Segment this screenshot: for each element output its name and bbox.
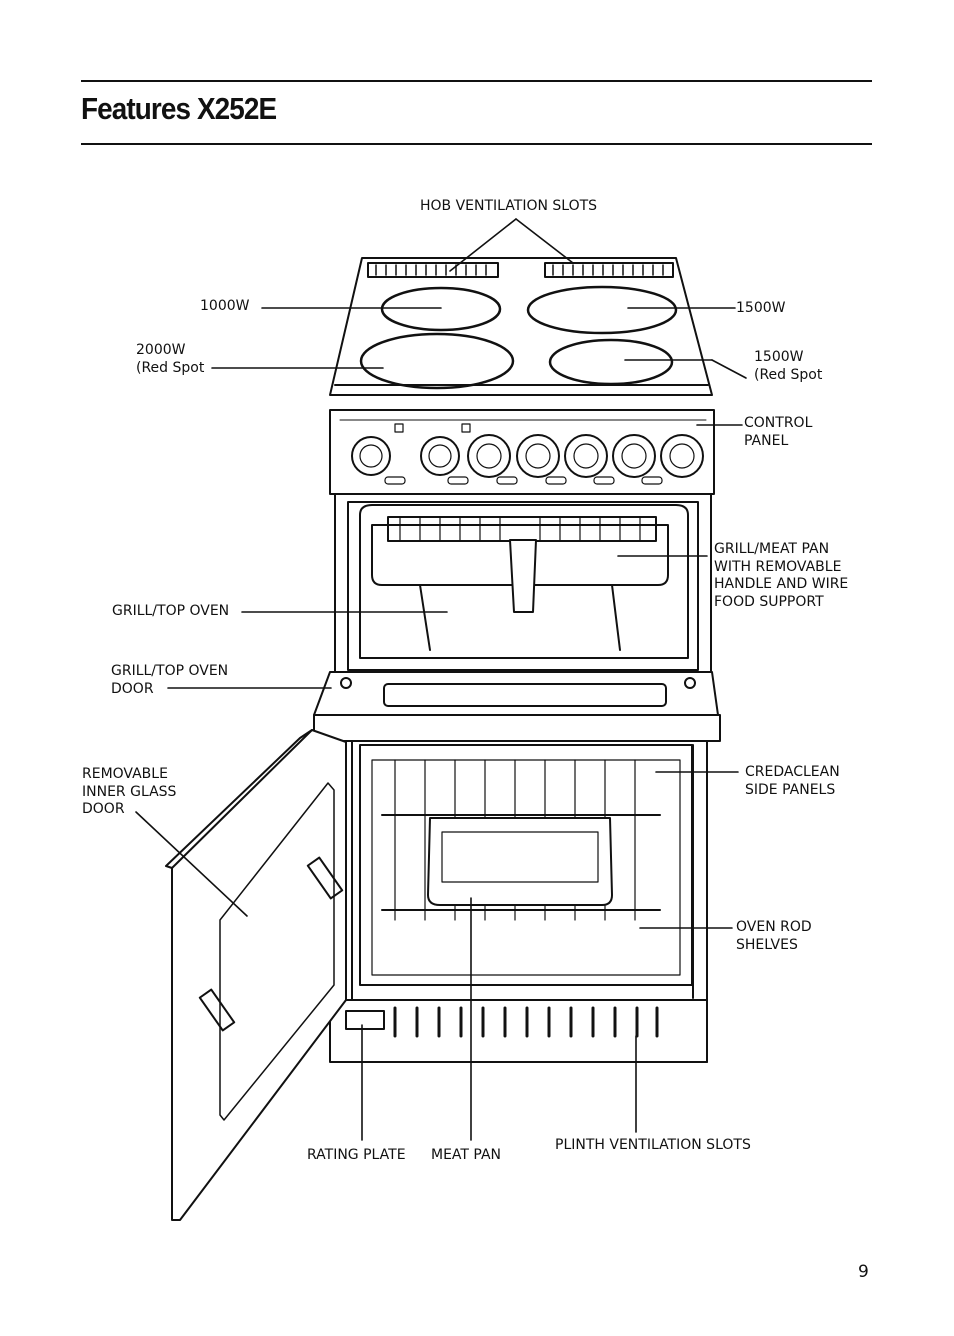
label-2000w-red-spot: 2000W (Red Spot xyxy=(136,342,205,376)
label-meat-pan: MEAT PAN xyxy=(431,1147,502,1163)
plinth-drawing xyxy=(329,999,708,1063)
label-plinth-ventilation-slots: PLINTH VENTILATION SLOTS xyxy=(555,1137,751,1153)
page-number: 9 xyxy=(858,1262,869,1282)
label-rating-plate: RATING PLATE xyxy=(307,1147,406,1163)
label-oven-rod-shelves: OVEN ROD SHELVES xyxy=(736,919,812,953)
grill-pan-drawing xyxy=(371,516,669,613)
label-1500w-red-spot: 1500W (Red Spot xyxy=(754,349,823,383)
label-hob-ventilation-slots: HOB VENTILATION SLOTS xyxy=(420,198,598,214)
label-control-panel: CONTROL PANEL xyxy=(744,415,813,449)
label-1500w-top: 1500W xyxy=(736,300,786,316)
label-credaclean-side-panels: CREDACLEAN SIDE PANELS xyxy=(745,764,840,798)
hob-vent-slats xyxy=(375,264,664,276)
title-underline xyxy=(81,143,872,145)
meat-pan-drawing xyxy=(427,817,613,906)
hob-rings xyxy=(359,285,678,390)
label-grill-top-oven: GRILL/TOP OVEN xyxy=(112,603,230,619)
leader-lines xyxy=(135,218,747,1141)
main-oven-door-drawing xyxy=(165,729,347,1221)
label-grill-top-oven-door: GRILL/TOP OVEN DOOR xyxy=(111,663,229,697)
label-removable-inner-glass-door: REMOVABLE INNER GLASS DOOR xyxy=(82,766,177,817)
top-rule xyxy=(81,80,872,82)
page-title: Features X252E xyxy=(81,91,277,126)
control-panel-drawing xyxy=(329,409,715,495)
top-oven-door-drawing xyxy=(313,671,721,742)
label-grill-meat-pan: GRILL/MEAT PAN WITH REMOVABLE HANDLE AND… xyxy=(714,541,849,610)
label-1000w: 1000W xyxy=(200,298,250,314)
plinth-vent-slots xyxy=(393,1006,659,1038)
